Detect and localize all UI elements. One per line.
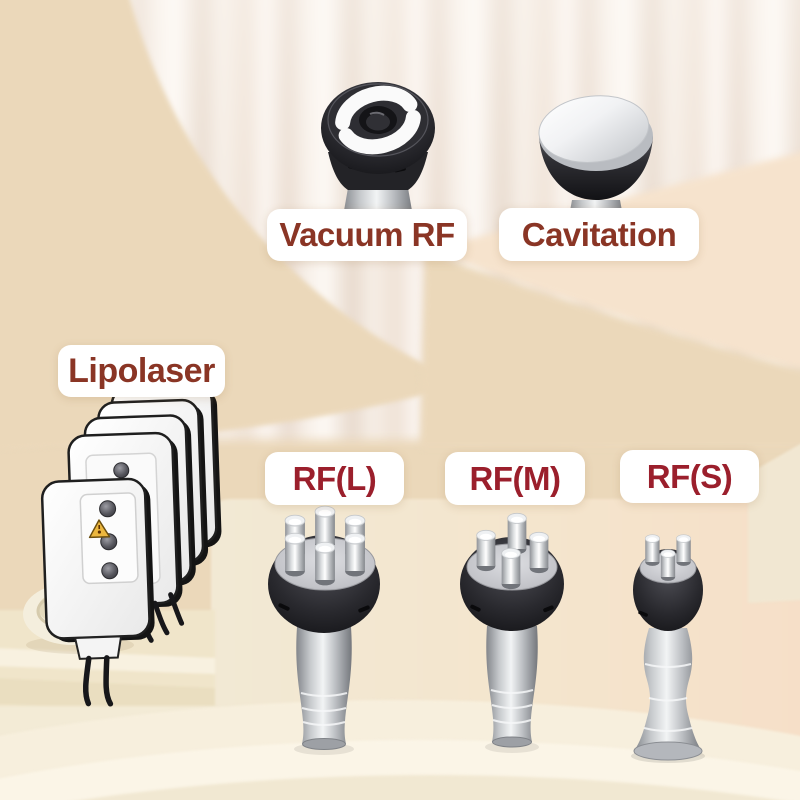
laser-warning-icon xyxy=(88,519,111,539)
laser-port xyxy=(101,562,119,580)
swoosh-underside xyxy=(420,252,800,448)
cavitation-handpiece xyxy=(538,95,653,222)
laser-port xyxy=(99,500,117,518)
label-vacuum-rf: Vacuum RF xyxy=(267,209,467,261)
right-pillar xyxy=(748,444,800,603)
pad-cables xyxy=(83,655,114,707)
vacuum-rf-handpiece xyxy=(321,82,435,222)
label-lipolaser: Lipolaser xyxy=(58,345,225,397)
label-cavitation: Cavitation xyxy=(499,208,699,261)
label-rf-s: RF(S) xyxy=(620,450,759,503)
rf-l-handpiece xyxy=(268,505,380,755)
rf-m-handpiece xyxy=(460,512,564,753)
beige-sweep xyxy=(0,0,465,450)
rf-s-handpiece xyxy=(631,534,705,763)
terrace-3 xyxy=(81,775,779,800)
label-rf-m: RF(M) xyxy=(445,452,585,505)
lipolaser-pads xyxy=(40,384,222,707)
lipolaser-pad-front xyxy=(40,477,155,707)
label-rf-l: RF(L) xyxy=(265,452,404,505)
